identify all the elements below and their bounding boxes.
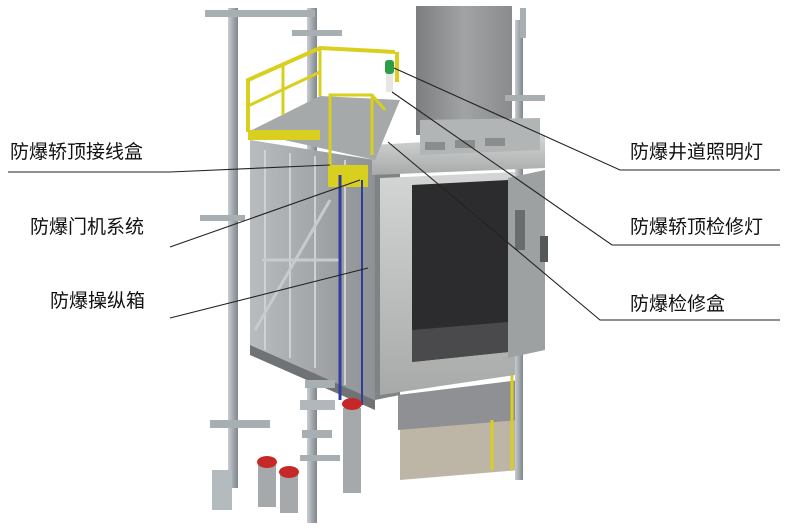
- elevator-cabin: [250, 140, 400, 410]
- leader-line-top-inspection-light: [391, 91, 780, 246]
- shaft-wall: [398, 6, 520, 480]
- door-header: [420, 118, 540, 155]
- leader-line-inspection-box: [387, 141, 780, 321]
- label-door-machine: 防爆门机系统: [30, 216, 145, 238]
- shaft-light-lamp: [385, 60, 394, 92]
- car-top-railing: [246, 45, 400, 187]
- label-shaft-light: 防爆井道照明灯: [630, 141, 764, 163]
- label-top-inspection-light: 防爆轿顶检修灯: [630, 216, 764, 238]
- travelling-cables: [338, 175, 363, 405]
- pit-buffers: [257, 398, 362, 513]
- leader-line-shaft-light: [393, 67, 780, 171]
- leader-line-door-machine: [169, 179, 361, 248]
- leader-line-control-box: [169, 267, 369, 319]
- label-control-box: 防爆操纵箱: [50, 290, 146, 312]
- car-door-frame: [372, 135, 548, 395]
- label-inspection-box: 防爆检修盒: [630, 293, 726, 315]
- lower-frame: [300, 380, 335, 438]
- label-top-wiring-box: 防爆轿顶接线盒: [10, 141, 144, 163]
- leader-line-top-wiring-box: [8, 164, 331, 173]
